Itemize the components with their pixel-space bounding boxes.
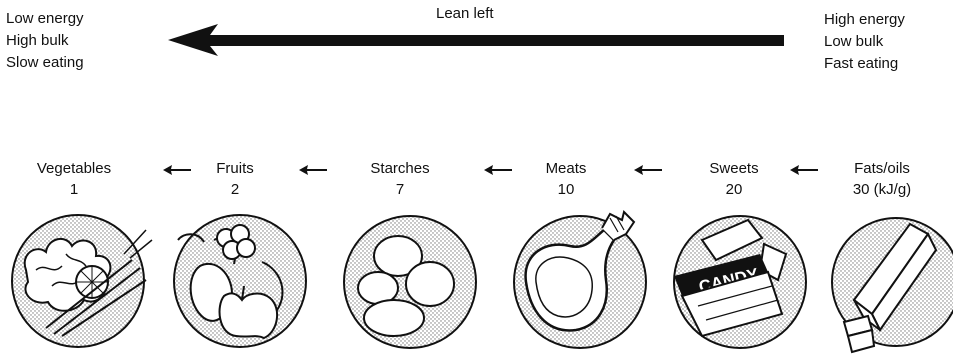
starches-plate-icon — [338, 210, 488, 352]
slow-eating-text: Slow eating — [6, 52, 84, 74]
left-arrow-icon — [790, 164, 820, 176]
category-vegetables: Vegetables 1 — [14, 158, 134, 200]
category-name: Meats — [506, 158, 626, 179]
category-value: 30 (kJ/g) — [822, 179, 942, 200]
sweets-plate-icon: CANDY — [668, 210, 818, 352]
category-value: 1 — [14, 179, 134, 200]
left-arrow-icon — [634, 164, 664, 176]
left-arrow-icon — [484, 164, 514, 176]
right-properties: High energy Low bulk Fast eating — [824, 9, 905, 75]
left-properties: Low energy High bulk Slow eating — [6, 8, 84, 74]
category-name: Fats/oils — [822, 158, 942, 179]
vegetables-plate-icon — [6, 210, 156, 352]
left-arrow-icon — [163, 164, 193, 176]
category-value: 20 — [674, 179, 794, 200]
lean-left-arrow — [168, 22, 788, 58]
low-energy-text: Low energy — [6, 8, 84, 30]
category-sweets: Sweets 20 — [674, 158, 794, 200]
category-fats-oils: Fats/oils 30 (kJ/g) — [822, 158, 942, 200]
fats-oils-plate-icon — [824, 210, 953, 356]
category-name: Vegetables — [14, 158, 134, 179]
high-bulk-text: High bulk — [6, 30, 84, 52]
fast-eating-text: Fast eating — [824, 53, 905, 75]
lean-left-label: Lean left — [436, 5, 494, 22]
high-energy-text: High energy — [824, 9, 905, 31]
category-name: Starches — [340, 158, 460, 179]
category-meats: Meats 10 — [506, 158, 626, 200]
category-name: Sweets — [674, 158, 794, 179]
category-value: 10 — [506, 179, 626, 200]
category-value: 7 — [340, 179, 460, 200]
fruits-plate-icon — [170, 210, 320, 352]
left-arrow-icon — [299, 164, 329, 176]
category-fruits: Fruits 2 — [175, 158, 295, 200]
low-bulk-text: Low bulk — [824, 31, 905, 53]
meats-plate-icon — [506, 210, 656, 352]
category-starches: Starches 7 — [340, 158, 460, 200]
category-name: Fruits — [175, 158, 295, 179]
category-value: 2 — [175, 179, 295, 200]
